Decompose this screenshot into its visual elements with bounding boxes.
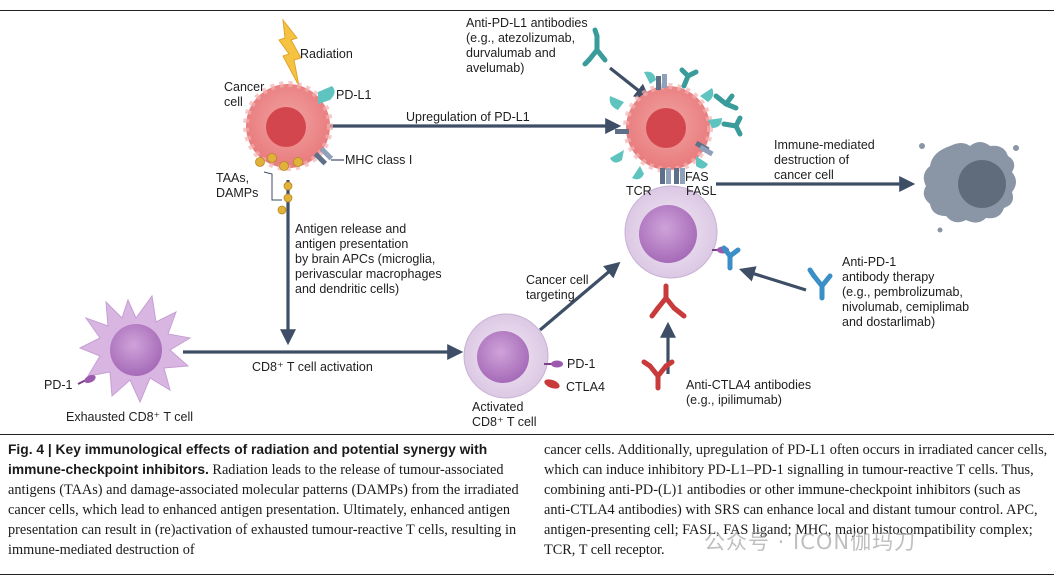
label-exhausted-cell: Exhausted CD8⁺ T cell: [66, 410, 194, 424]
bottom-rule: [0, 574, 1054, 575]
label-pd1-exhausted: PD-1: [44, 378, 73, 392]
label-fasl: FASL: [686, 184, 717, 198]
label-cancer-cell: Cancer cell: [224, 80, 265, 109]
caption-left: Fig. 4 | Key immunological effects of ra…: [8, 440, 522, 560]
tcr-fas-connectors: [660, 168, 685, 184]
watermark: 公众号 · ICON伽玛刀: [704, 530, 917, 554]
activated-t-cell: [463, 313, 549, 399]
anti-pd1-antibody-icon: [807, 267, 833, 301]
label-anti-ctla4: Anti-CTLA4 antibodies (e.g., ipilimumab): [686, 378, 812, 407]
label-ctla4: CTLA4: [566, 380, 605, 394]
caption-body-left: Radiation leads to the release of tumour…: [8, 462, 519, 558]
antigen-dots: [255, 153, 303, 215]
label-immune-destruction: Immune-mediated destruction of cancer ce…: [774, 138, 875, 182]
label-pdl1: PD-L1: [336, 88, 372, 102]
radiation-lightning-icon: [278, 18, 302, 87]
label-taas-damps: TAAs, DAMPs: [216, 171, 259, 200]
caption-title: Fig. 4 | Key immunological effects of ra…: [8, 442, 488, 477]
pdl1-receptor-icon: [318, 86, 335, 104]
destroyed-cancer-cell: [919, 142, 1019, 233]
arrow-targeting: [538, 261, 621, 332]
label-anti-pd1-therapy: Anti-PD-1 antibody therapy (e.g., pembro…: [842, 255, 970, 329]
caption-rule: [0, 434, 1054, 435]
label-cd8-activation: CD8⁺ T cell activation: [252, 360, 373, 374]
pd1-activated-icon: [544, 360, 563, 368]
t-cell-engaged: [624, 185, 718, 279]
label-radiation: Radiation: [300, 47, 353, 61]
mhc-cluster-icon: [615, 74, 714, 157]
taas-bracket: [263, 171, 282, 201]
label-pd1-activated: PD-1: [567, 357, 596, 371]
anti-ctla4-antibody-icon: [641, 359, 675, 391]
arrows: [183, 66, 916, 374]
top-rule: [0, 10, 1054, 11]
label-cancer-cell-targeting: Cancer cell targeting: [526, 273, 589, 302]
bound-anti-pdl1-antibody-icon: [679, 67, 743, 137]
label-antigen-release: Antigen release and antigen presentation…: [295, 222, 442, 296]
caption-right: cancer cells. Additionally, upregulation…: [544, 442, 1048, 558]
anti-pdl1-antibody-icon: [582, 27, 608, 67]
arrow-anti-pdl1: [609, 66, 651, 100]
figure-diagram: [77, 18, 1019, 404]
label-activated-cell: Activated CD8⁺ T cell: [472, 400, 537, 429]
mhc-class-i-icon: [313, 146, 344, 166]
label-tcr: TCR: [626, 184, 652, 198]
label-anti-pdl1-antibodies: Anti-PD-L1 antibodies (e.g., atezolizuma…: [466, 16, 588, 75]
ctla4-activated-icon: [544, 379, 560, 389]
label-upregulation: Upregulation of PD-L1: [406, 110, 530, 124]
anti-pd1-bound-antibody-icon: [721, 245, 741, 271]
arrow-anti-pd1: [738, 266, 807, 292]
pd1-exhausted-icon: [77, 374, 96, 385]
ctla4-bound-antibody-icon: [649, 283, 687, 319]
exhausted-t-cell: [78, 294, 192, 404]
label-fas: FAS: [685, 170, 709, 184]
label-mhc-class-i: MHC class I: [345, 153, 413, 167]
pdl1-cluster-icon: [609, 71, 722, 180]
